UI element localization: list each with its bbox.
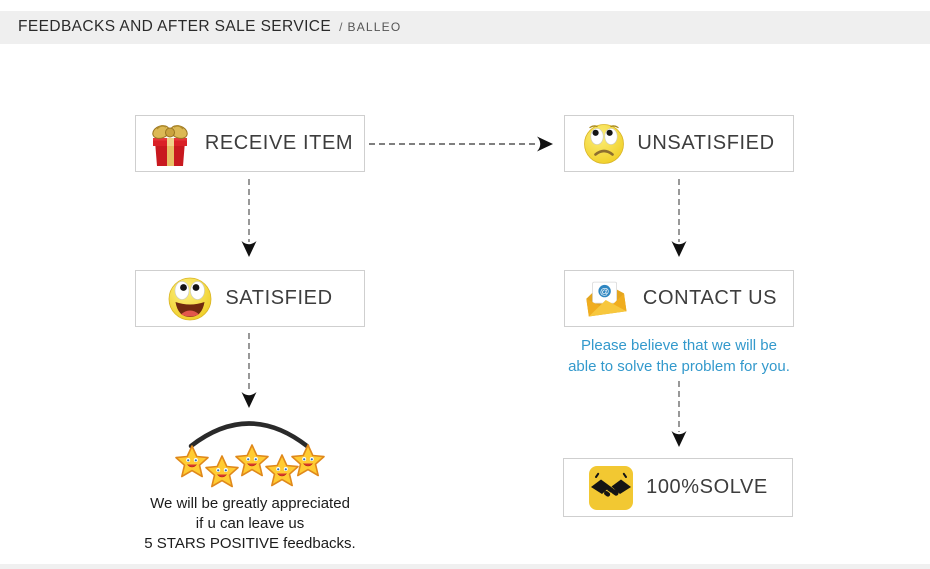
feedback-note-line3: 5 STARS POSITIVE feedbacks. [144,535,356,552]
stars-row [135,400,365,495]
title-separator: / [339,20,343,34]
flow-box-satisfied: SATISFIED [135,270,365,327]
flow-box-solve: 100%SOLVE [563,458,793,517]
smiley-star-icon [291,444,325,477]
flow-box-unsatisfied: UNSATISFIED [564,115,794,172]
flow-box-label: SATISFIED [225,287,333,309]
smiley-star-icon [205,455,239,488]
smiley-star-icon [175,445,209,478]
email-envelope-icon: @ [581,276,631,322]
flow-box-receive-item: RECEIVE ITEM [135,115,365,172]
contact-reassurance-note: Please believe that we will be able to s… [539,335,819,377]
flow-box-label: 100%SOLVE [646,476,768,498]
sad-face-icon [583,123,625,165]
flow-box-contact-us: @ CONTACT US [564,270,794,327]
feedback-note-line1: We will be greatly appreciated [150,495,350,512]
section-title: FEEDBACKS AND AFTER SALE SERVICE [18,18,332,35]
smiley-star-icon [235,444,269,477]
smiley-star-icon [265,454,299,487]
handshake-icon [588,465,634,511]
contact-note-line1: Please believe that we will be [581,337,777,354]
flow-box-label: RECEIVE ITEM [204,132,354,154]
gift-icon [147,120,193,168]
feedback-note-line2: if u can leave us [195,515,305,532]
feedback-request-note: We will be greatly appreciated if u can … [118,494,382,554]
next-section-edge [0,564,930,569]
flow-box-label: UNSATISFIED [637,132,775,154]
svg-text:@: @ [600,286,610,297]
happy-face-icon [167,276,213,322]
flow-box-label: CONTACT US [642,287,778,309]
contact-note-line2: able to solve the problem for you. [568,358,790,375]
brand-name: BALLEO [347,20,402,34]
section-header: FEEDBACKS AND AFTER SALE SERVICE / BALLE… [0,11,930,44]
